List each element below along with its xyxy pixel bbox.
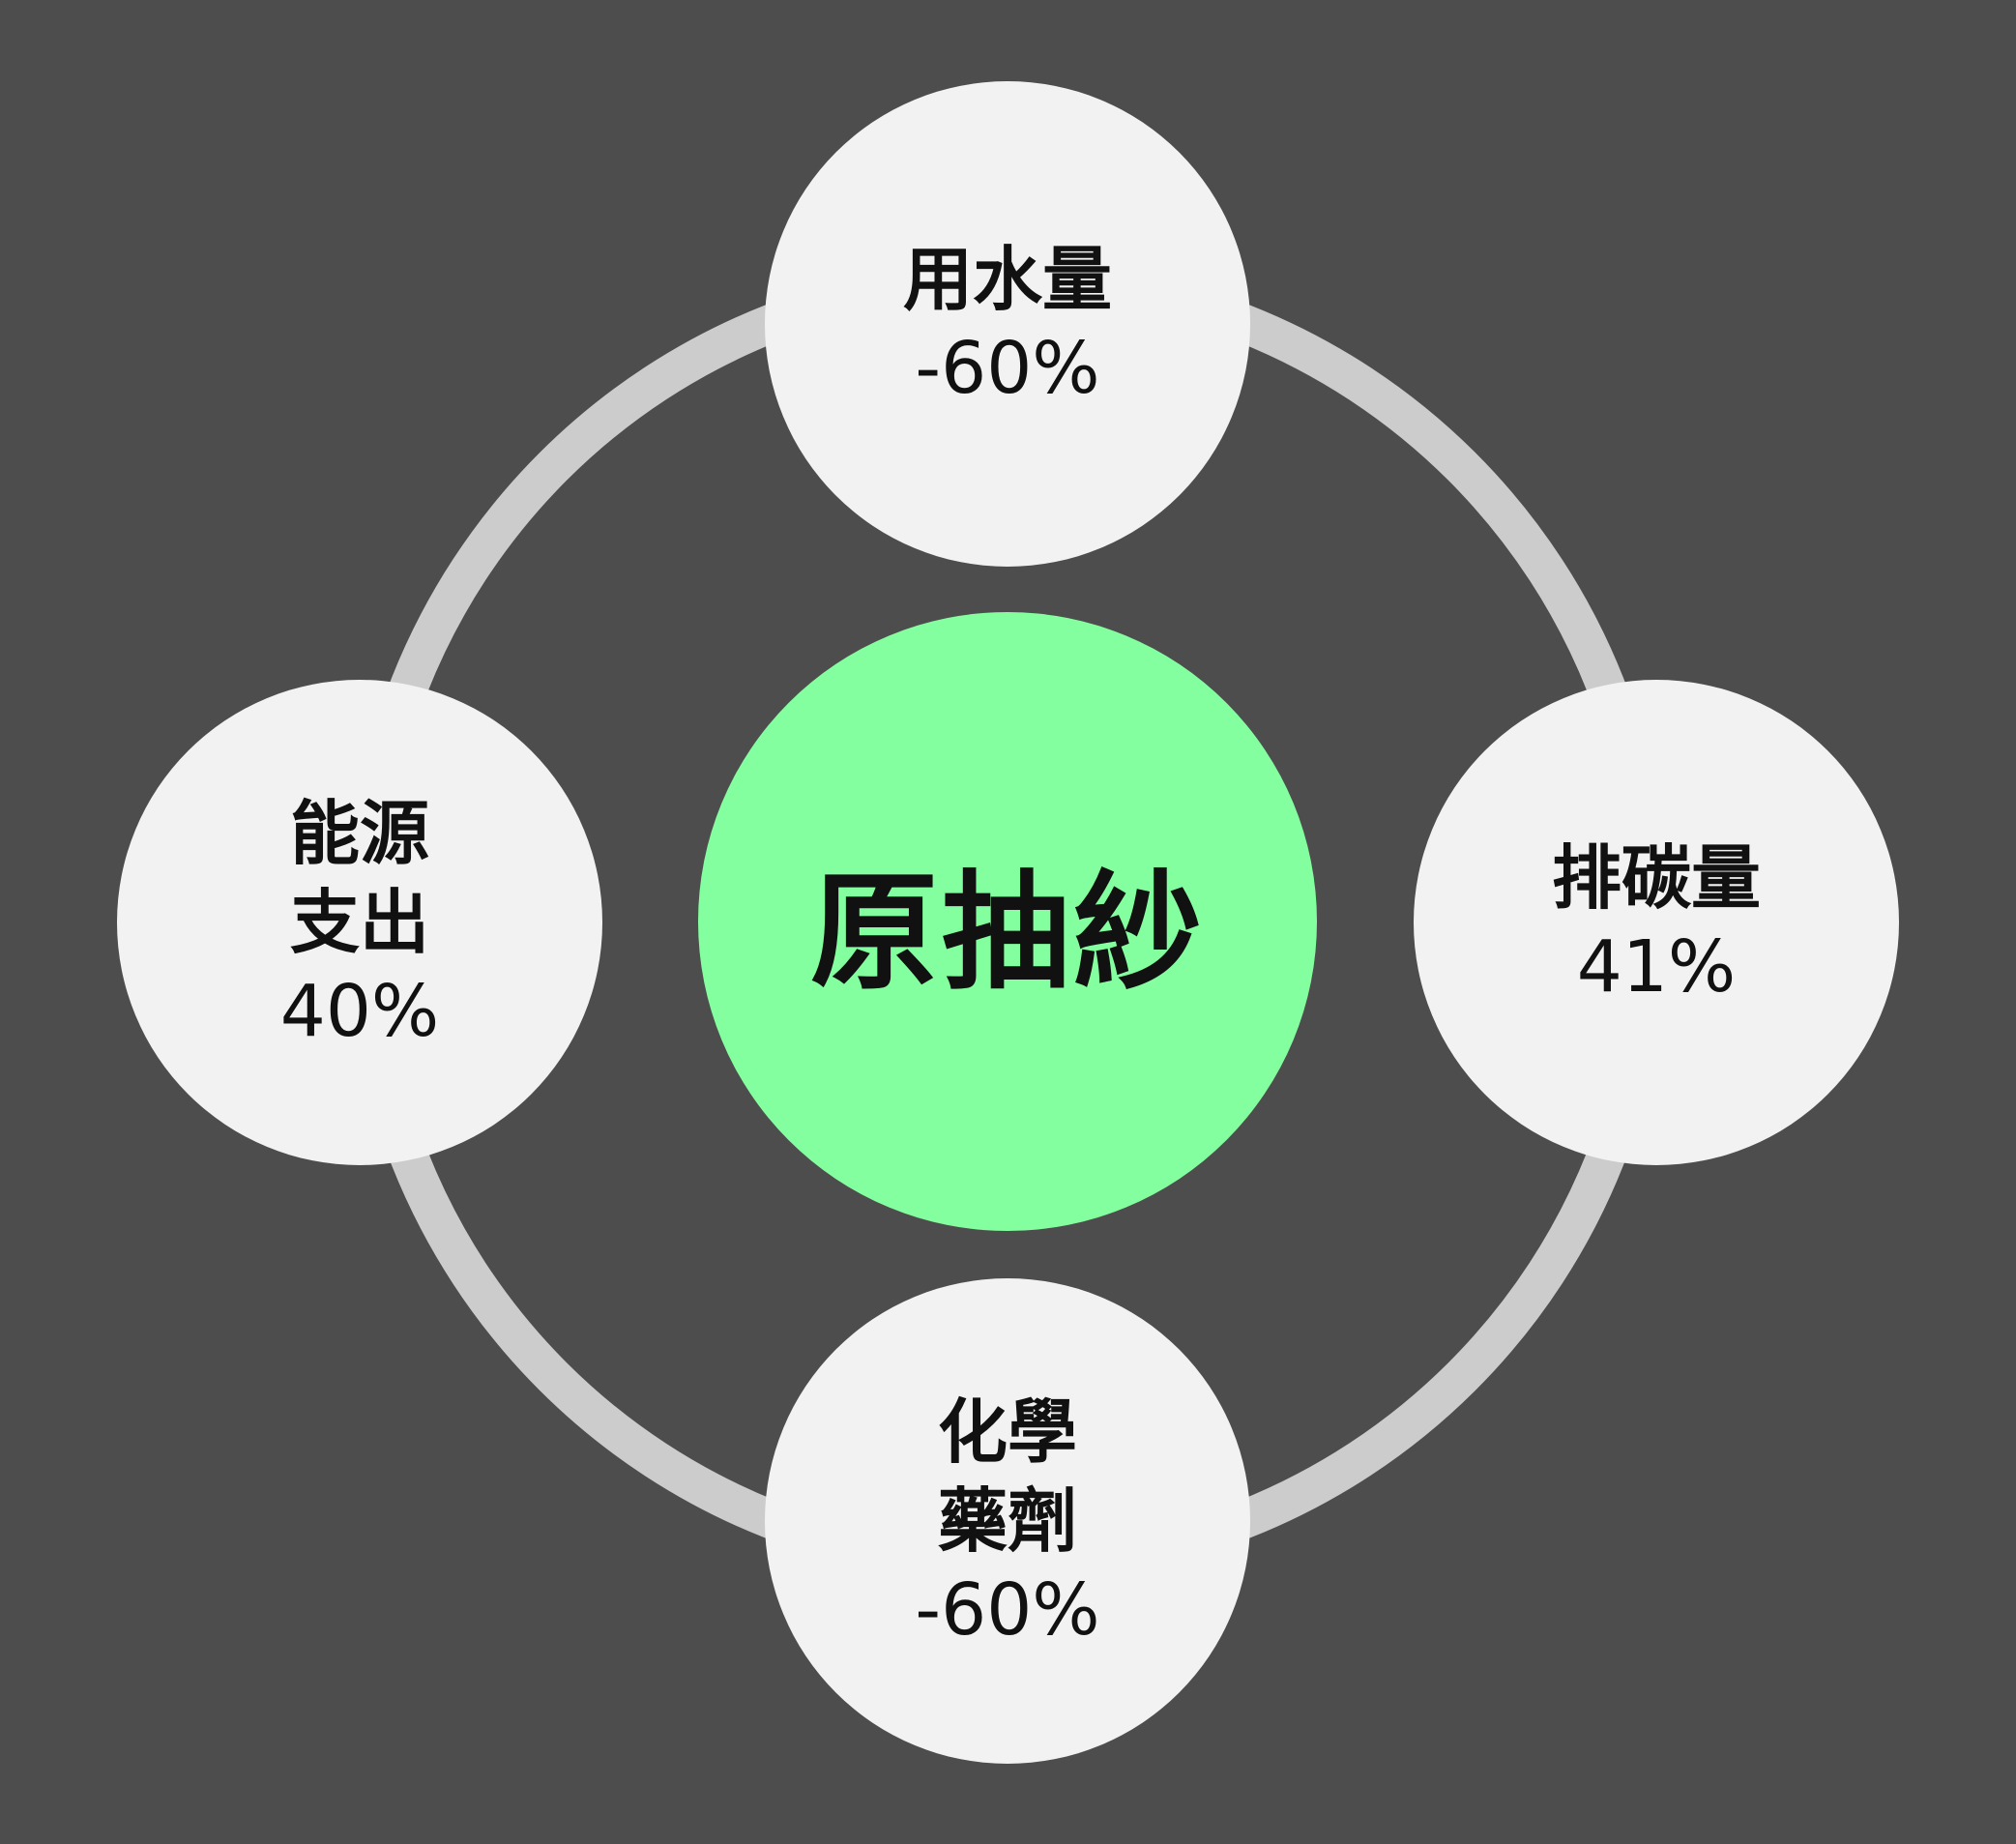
carbon-emission-node: 排碳量 41% [1414,680,1899,1165]
energy-expense-node: 能源 支出 40% [117,680,602,1165]
center-label: 原抽紗 [810,858,1205,1008]
energy-expense-label-line-1: 能源 [289,793,429,874]
carbon-emission-label: 排碳量 [1551,837,1761,919]
water-usage-node: 用水量 -60% [765,81,1250,567]
energy-expense-value: 40% [279,970,440,1053]
center-node: 原抽紗 [698,612,1317,1231]
chemical-agent-value: -60% [915,1568,1100,1652]
energy-expense-label-line-2: 支出 [289,882,429,963]
water-usage-label: 用水量 [902,239,1112,320]
chemical-agent-label-line-1: 化學 [937,1391,1077,1473]
carbon-emission-value: 41% [1576,925,1737,1009]
chemical-agent-label-line-2: 藥劑 [937,1480,1077,1562]
water-usage-value: -60% [915,327,1100,410]
chemical-agent-node: 化學 藥劑 -60% [765,1278,1250,1764]
